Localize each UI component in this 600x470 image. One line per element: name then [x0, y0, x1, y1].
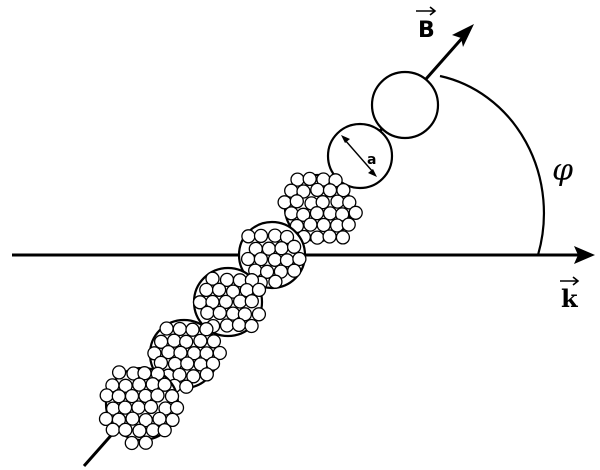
small-particle [322, 206, 338, 221]
small-particle [342, 195, 357, 210]
small-particle [99, 388, 114, 403]
small-particle [180, 356, 195, 371]
small-particle [218, 294, 234, 310]
small-particle [138, 435, 153, 450]
small-particle [259, 264, 275, 279]
small-particle [193, 333, 208, 349]
k-vector-arrow-mark [560, 276, 580, 286]
small-particle [310, 182, 325, 198]
small-particle [200, 305, 215, 320]
small-particle [286, 239, 302, 254]
small-particle [232, 294, 248, 309]
small-particle [237, 307, 253, 322]
small-particle [157, 423, 172, 438]
small-particle [315, 195, 330, 210]
diameter-label: a [367, 152, 376, 168]
b-vector-arrow-mark [416, 6, 437, 16]
small-particle [186, 369, 201, 384]
small-particle [284, 206, 299, 221]
small-particle [267, 252, 283, 267]
small-particle [145, 422, 161, 438]
small-particle [132, 423, 147, 438]
b-field-label: B [418, 18, 435, 43]
small-particle [274, 241, 289, 256]
small-particle [296, 184, 311, 199]
small-particle [303, 217, 318, 232]
small-particle [279, 229, 295, 245]
small-particle [143, 399, 159, 415]
small-particle [199, 367, 214, 382]
small-particle [157, 377, 172, 392]
small-particle [310, 230, 325, 245]
small-particle [341, 217, 356, 232]
small-particle [205, 271, 220, 286]
small-particle [244, 318, 259, 334]
small-particle [348, 205, 363, 220]
small-particle [205, 356, 221, 371]
small-particle [335, 230, 351, 245]
small-particle [322, 183, 338, 198]
small-particle [302, 171, 317, 187]
small-particle [169, 400, 185, 415]
small-particle [268, 274, 283, 289]
small-particle [150, 388, 165, 403]
small-particle [225, 284, 241, 299]
small-particle [199, 322, 214, 337]
small-particle [165, 412, 180, 428]
empty-particle-top [370, 70, 440, 140]
small-particle [240, 251, 256, 267]
angle-label: φ [552, 153, 573, 188]
small-particle [251, 282, 267, 298]
small-particle [138, 412, 153, 428]
small-particle [118, 422, 133, 437]
small-particle [289, 194, 304, 209]
k-axis-arrowhead [574, 246, 595, 264]
small-particle [179, 334, 194, 349]
k-vector-label: k [561, 284, 579, 313]
small-particle [124, 435, 139, 451]
small-particle [322, 229, 337, 244]
small-particle [253, 228, 269, 244]
small-particle [199, 282, 214, 298]
small-particle [267, 228, 283, 243]
small-particle [159, 321, 174, 336]
angle-arc [439, 74, 546, 256]
empty-particles [326, 70, 440, 190]
small-particle [111, 365, 127, 380]
small-particle [212, 305, 227, 321]
b-field-arrowhead [452, 24, 474, 47]
small-particle [206, 334, 222, 349]
small-particle [212, 345, 227, 361]
particle-clusters [98, 171, 363, 451]
small-particle [241, 229, 256, 244]
small-particle [336, 182, 351, 198]
small-particle [287, 263, 302, 278]
diameter-arrow [341, 135, 377, 177]
small-particle [179, 379, 194, 394]
small-particle [231, 317, 247, 333]
small-particle [253, 251, 269, 267]
small-particle [330, 194, 345, 209]
small-particle [296, 207, 311, 222]
small-particle [118, 378, 133, 393]
small-particle [251, 307, 267, 322]
small-particle [219, 318, 235, 333]
small-particle [172, 321, 187, 337]
small-particle [105, 422, 120, 437]
small-particle [244, 294, 259, 309]
small-particle [185, 322, 200, 337]
small-particle [211, 282, 227, 297]
small-particle [292, 251, 307, 267]
